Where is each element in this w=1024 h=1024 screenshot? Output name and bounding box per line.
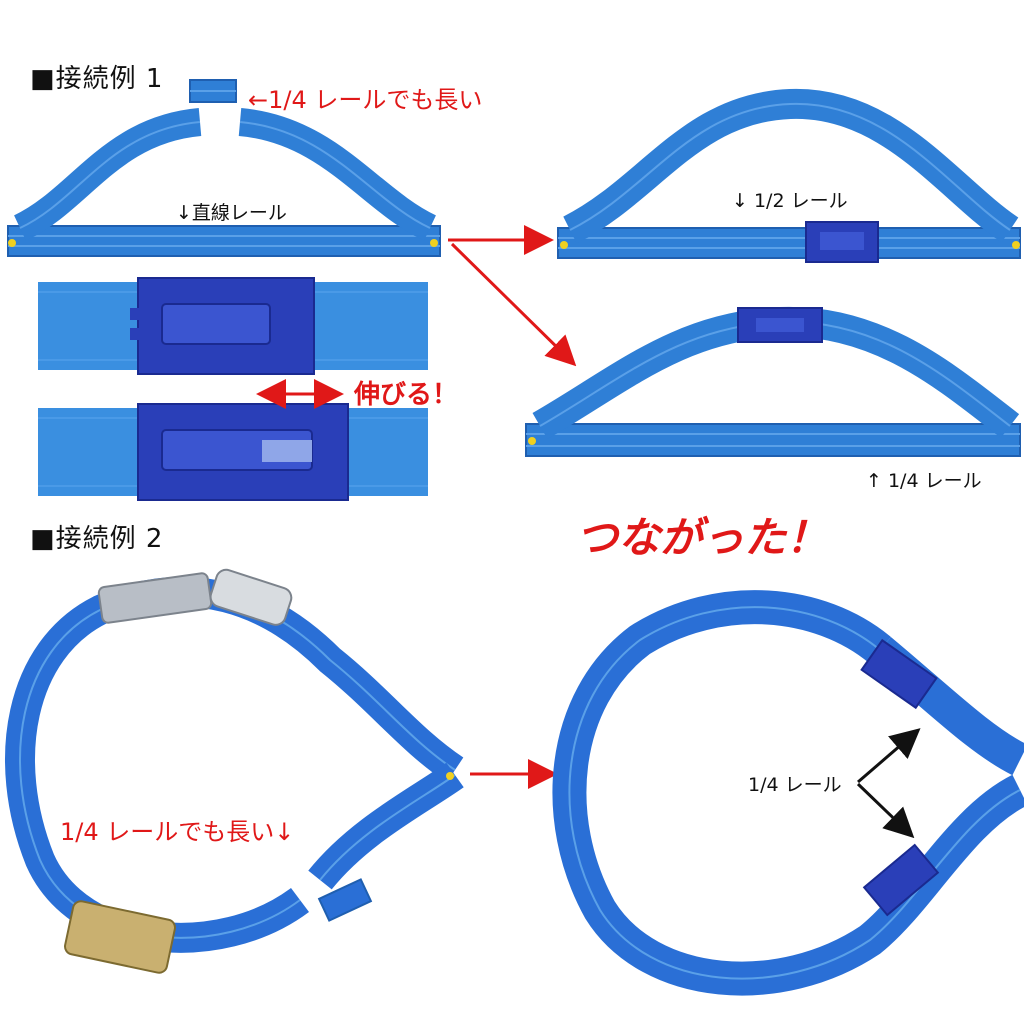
arch-result-quarter: [525, 306, 1021, 457]
quarter-rail-label: ↑ 1/4 レール: [866, 470, 982, 492]
result-arrow-bottom: [450, 242, 577, 367]
example2-quarter-long-note: 1/4 レールでも長い↓: [60, 818, 295, 846]
example2-quarter-rail-label: 1/4 レール: [748, 774, 842, 796]
example2-loop-connected: [552, 590, 1024, 996]
arch-result-half: [557, 88, 1021, 263]
extends-label: 伸びる！: [354, 380, 459, 410]
pointer-arrow-upper: [857, 728, 921, 784]
example2-heading: ■接続例 2: [30, 524, 164, 554]
connected-text: つながった！: [576, 513, 829, 562]
example1-heading: ■接続例 1: [30, 64, 164, 94]
half-rail-label: ↓ 1/2 レール: [732, 190, 848, 212]
example1-quarter-long-note: ←1/4 レールでも長い: [248, 86, 483, 114]
example2-loop-with-gap: [5, 568, 464, 974]
connector-closeup-extended: [38, 403, 428, 501]
connector-closeup-short: [38, 277, 428, 375]
pointer-arrow-lower: [856, 782, 915, 839]
straight-rail-label: ↓直線レール: [176, 202, 287, 224]
example1-arch-with-gap: [7, 79, 441, 257]
